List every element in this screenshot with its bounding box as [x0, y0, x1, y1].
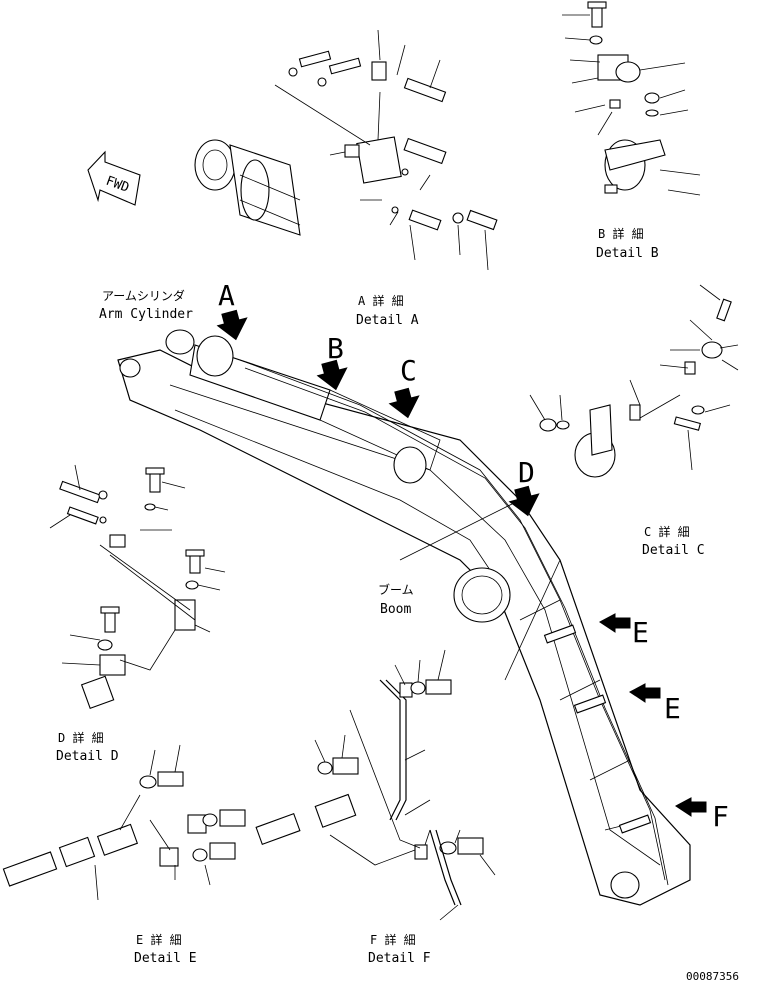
callout-d: D — [518, 456, 535, 489]
callout-e1: E — [632, 616, 649, 649]
callout-e2: E — [664, 692, 681, 725]
detail-d-jp-label: D 詳 細 — [58, 730, 104, 745]
detail-e-parts — [2, 744, 246, 901]
boom-foot-pin — [610, 871, 640, 899]
callout-arrow-b — [316, 359, 348, 391]
arm-cylinder-en-label: Arm Cylinder — [99, 307, 193, 322]
detail-d-parts — [49, 464, 226, 710]
arm-cylinder-jp-label: アームシリンダ — [102, 288, 185, 303]
detail-d-en-label: Detail D — [56, 749, 119, 764]
detail-c-jp-label: C 詳 細 — [644, 524, 690, 539]
callout-arrow-e2 — [629, 683, 661, 703]
callout-arrow-c — [388, 387, 420, 419]
detail-e-en-label: Detail E — [134, 951, 197, 966]
callout-arrow-f — [675, 797, 707, 817]
boom-jp-label: ブーム — [378, 582, 414, 597]
detail-b-parts — [562, 1, 701, 196]
fwd-arrow: FWD — [87, 150, 141, 206]
detail-e-jp-label: E 詳 細 — [136, 932, 182, 947]
boom-top-pin — [119, 358, 141, 378]
callout-a: A — [218, 279, 235, 312]
detail-a-parts — [194, 29, 498, 271]
callout-arrow-a — [216, 309, 248, 341]
hose — [239, 359, 666, 881]
callout-f: F — [712, 800, 729, 833]
callout-arrow-e1 — [599, 613, 631, 633]
detail-a-jp-label: A 詳 細 — [358, 293, 404, 308]
callout-b: B — [327, 332, 344, 365]
drawing-number: 00087356 — [686, 970, 739, 983]
boom-en-label: Boom — [380, 602, 411, 617]
boom — [117, 329, 691, 906]
detail-b-jp-label: B 詳 細 — [598, 226, 644, 241]
detail-c-parts — [529, 284, 739, 478]
detail-a-en-label: Detail A — [356, 313, 419, 328]
callout-arrow-d — [508, 485, 540, 517]
detail-f-en-label: Detail F — [368, 951, 431, 966]
detail-f-jp-label: F 詳 細 — [370, 932, 416, 947]
detail-f-parts — [255, 649, 496, 921]
detail-c-en-label: Detail C — [642, 543, 705, 558]
callout-c: C — [400, 354, 417, 387]
detail-b-en-label: Detail B — [596, 246, 659, 261]
callout-arrows — [216, 309, 707, 817]
